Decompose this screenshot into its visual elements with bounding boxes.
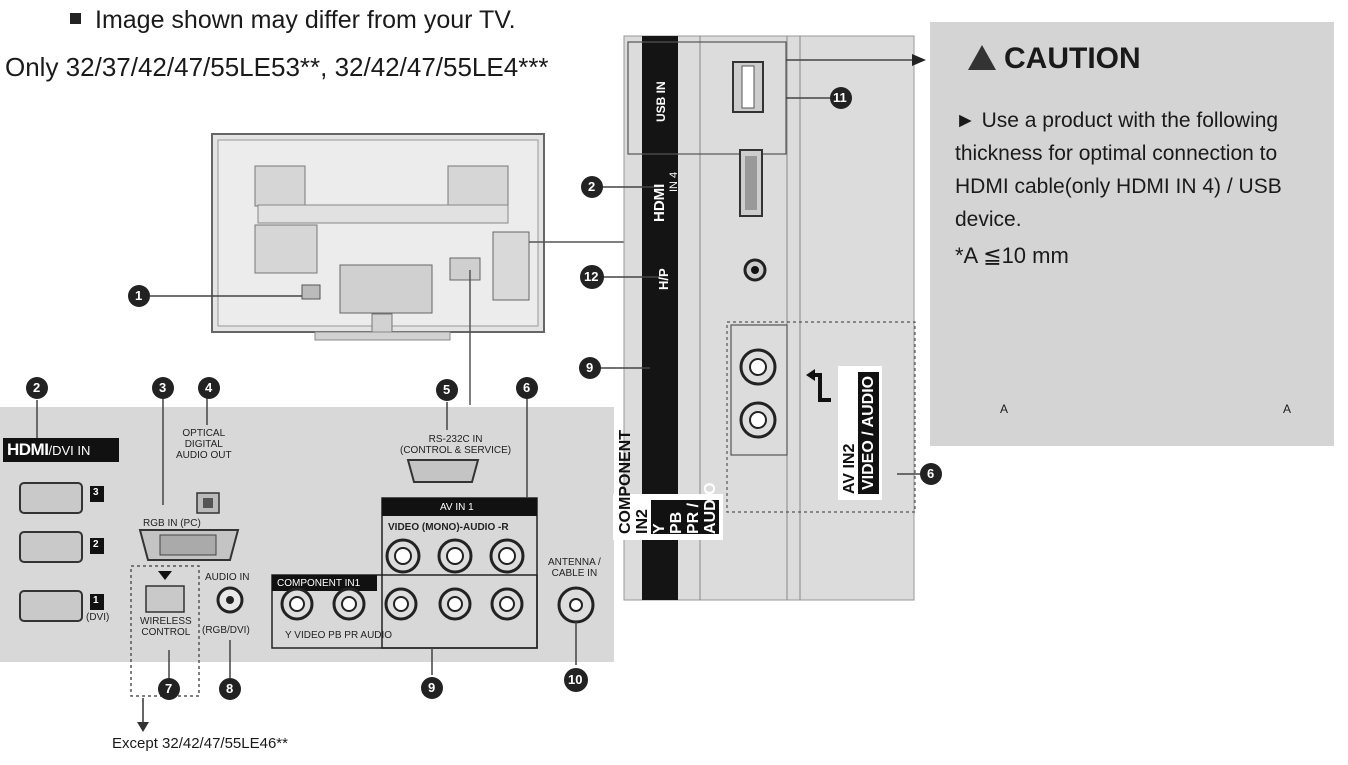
hdmi-dvi-note: (DVI) (86, 612, 110, 623)
callout-markers (26, 87, 942, 700)
antenna-label: ANTENNA / CABLE IN (548, 557, 601, 579)
av-in2-label: AV IN2 VIDEO / AUDIO (838, 365, 882, 500)
rs232-label: RS-232C IN (CONTROL & SERVICE) (400, 434, 511, 456)
callout-6-side: 6 (927, 466, 935, 481)
rgb-in-label: RGB IN (PC) (143, 518, 201, 529)
antenna-label-1: ANTENNA / (548, 557, 601, 568)
tv-back-illustration (211, 133, 625, 405)
av-in1-jack-labels: VIDEO (MONO)-AUDIO -R (388, 522, 509, 533)
optical-label-2: DIGITAL (184, 439, 223, 450)
model-note: Only 32/37/42/47/55LE53**, 32/42/47/55LE… (5, 52, 549, 82)
callout-5: 5 (443, 382, 451, 397)
wireless-control-label: WIRELESS CONTROL (140, 616, 192, 638)
hdmi-port-2-label: 2 (93, 539, 99, 550)
av-in1-label: AV IN 1 (440, 502, 474, 513)
callout-2-side: 2 (588, 179, 596, 194)
rs232-label-1: RS-232C IN (428, 434, 483, 445)
component-in2-sub: Y PB PR / AUDIO (651, 482, 719, 534)
headphone-label: H/P (656, 268, 671, 290)
rs232-label-2: (CONTROL & SERVICE) (400, 445, 512, 456)
display-note: Image shown may differ from your TV. (70, 6, 516, 35)
component-in2-title: COMPONENT IN2 (617, 430, 651, 534)
caution-text: ► Use a product with the following thick… (955, 109, 1282, 231)
hdmi-dvi-in-label: HDMI/DVI IN (3, 438, 119, 462)
caution-spec: *A ≦10 mm (955, 243, 1069, 268)
optical-label-1: OPTICAL (182, 428, 226, 439)
rs232-port (406, 459, 480, 483)
component-in1-jacks (280, 587, 524, 621)
bullet-square-icon (70, 12, 81, 24)
hdmi-dvi-text: /DVI IN (48, 443, 91, 458)
callout-7: 7 (165, 681, 173, 696)
callout-9: 9 (428, 680, 436, 695)
hdmi-logo: HDMI (7, 440, 49, 459)
rgb-port (138, 529, 240, 561)
display-note-text: Image shown may differ from your TV. (95, 6, 516, 34)
callout-9-side: 9 (586, 360, 594, 375)
component-in1-label: COMPONENT IN1 (277, 578, 361, 589)
callout-4: 4 (205, 380, 213, 395)
callout-3: 3 (159, 380, 167, 395)
component-in1-jack-labels: Y VIDEO PB PR AUDIO (285, 630, 393, 641)
callout-8: 8 (226, 681, 234, 696)
optical-label: OPTICAL DIGITAL AUDIO OUT (176, 428, 232, 461)
dimension-a-label-2: A (1283, 402, 1292, 416)
hdmi-port-1-label: 1 (93, 595, 99, 606)
av-in2-sub: VIDEO / AUDIO (858, 371, 879, 494)
callout-1: 1 (135, 288, 143, 303)
except-note: Except 32/42/47/55LE46** (112, 735, 288, 752)
caution-box (930, 22, 1334, 446)
caution-title: CAUTION (968, 42, 1141, 76)
hdmi-in4-logo: HDMI (651, 183, 668, 222)
av-in2-title: AV IN2 (841, 443, 858, 494)
caution-title-text: CAUTION (1004, 42, 1141, 75)
antenna-label-2: CABLE IN (551, 568, 598, 579)
hdmi-port-3-label: 3 (93, 487, 99, 498)
audio-in-label: AUDIO IN (205, 572, 250, 583)
audio-in-sub-label: (RGB/DVI) (202, 625, 250, 636)
callout-2: 2 (33, 380, 41, 395)
dimension-a-label-1: A (1000, 402, 1009, 416)
component-in2-label: COMPONENT IN2 Y PB PR / AUDIO (613, 430, 723, 540)
warning-icon (968, 45, 996, 70)
callout-6: 6 (523, 380, 531, 395)
callout-11: 11 (833, 90, 847, 105)
usb-in-label: USB IN (654, 81, 668, 122)
callout-10: 10 (568, 672, 583, 687)
optical-label-3: AUDIO OUT (176, 450, 232, 461)
hdmi-in4-label: IN 4 (668, 171, 680, 192)
callout-12: 12 (584, 269, 599, 284)
hdmi-ports (19, 482, 104, 622)
av-in1-jacks (385, 538, 525, 574)
wireless-label-2: CONTROL (141, 627, 191, 638)
wireless-label-1: WIRELESS (140, 616, 192, 627)
